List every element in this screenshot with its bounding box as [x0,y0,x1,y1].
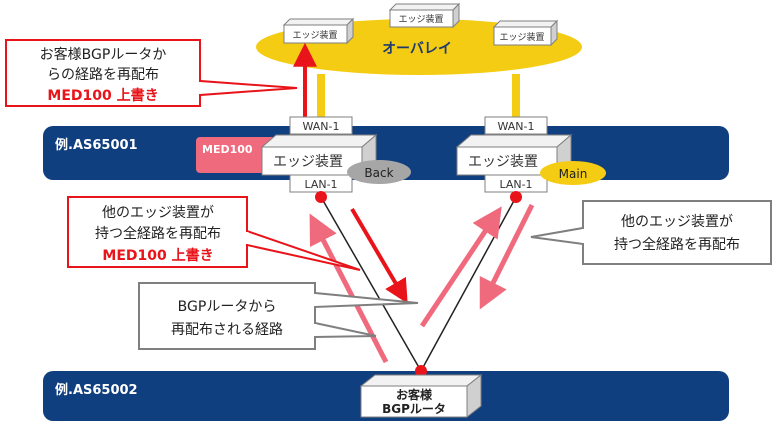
callout-mid-left-line1: 他のエッジ装置が [102,205,214,221]
right-edge-device: WAN-1 エッジ装置 LAN-1 Main [455,116,606,193]
left-wan-label: WAN-1 [303,120,340,133]
right-lan-endpoint [510,191,522,203]
callout-top-left-line2: らの経路を再配布 [47,67,159,83]
customer-router-line1: お客様 [396,387,433,402]
callout-bottom-line2: 再配布される経路 [171,322,283,338]
left-wan-port [289,116,353,135]
customer-endpoint [415,365,427,377]
callout-bottom-line1: BGPルータから [178,299,277,315]
overlay-device-3: エッジ装置 [492,19,559,47]
main-badge [540,161,606,185]
as65001-label: 例.AS65001 [55,137,138,153]
redistribute-down-right-arrow [479,203,535,310]
overlay-device-2-label: エッジ装置 [398,13,443,25]
overlay-device-1-label: エッジ装置 [292,29,337,41]
overlay-device-2: エッジ装置 [388,2,461,29]
back-badge-label: Back [364,166,393,180]
customer-bgp-router: お客様 BGPルータ [359,373,483,419]
redistribute-down-left-arrow [350,207,408,304]
callout-right-line2: 持つ全経路を再配布 [614,236,740,253]
main-badge-label: Main [559,167,588,181]
back-badge [347,160,411,184]
overlay-device-3-label: エッジ装置 [499,31,544,43]
callout-mid-left-line3: MED100 上書き [102,247,213,264]
callout-top-left: お客様BGPルータか らの経路を再配布 MED100 上書き [5,39,298,107]
left-device-label: エッジ装置 [273,154,343,170]
callout-bottom: BGPルータから 再配布される経路 [138,282,419,350]
callout-top-left-line3: MED100 上書き [47,87,158,104]
overlay-device-1: エッジ装置 [282,17,355,45]
callout-right: 他のエッジ装置が 持つ全経路を再配布 [530,200,772,265]
med100-tag-label: MED100 [202,143,253,156]
route-up-left-arrow [309,213,389,364]
customer-router-line2: BGPルータ [382,402,446,416]
left-link [320,196,422,372]
right-link [420,196,517,372]
callout-mid-left: 他のエッジ装置が 持つ全経路を再配布 MED100 上書き [67,196,361,271]
left-lan-label: LAN-1 [304,178,337,191]
right-uplink [512,74,520,120]
right-device-label: エッジ装置 [468,154,538,170]
callout-top-left-line1: お客様BGPルータか [40,46,167,63]
med100-tag: MED100 [196,137,276,173]
right-wan-label: WAN-1 [498,120,535,133]
overlay-label: オーバレイ [382,41,452,57]
left-edge-device: WAN-1 エッジ装置 LAN-1 Back [260,116,411,193]
right-wan-port [484,116,548,135]
as65002-label: 例.AS65002 [55,382,138,398]
callout-mid-left-line2: 持つ全経路を再配布 [95,225,221,242]
left-lan-endpoint [315,191,327,203]
right-lan-label: LAN-1 [499,178,532,191]
route-up-right-arrow [419,206,502,328]
left-uplink [317,74,325,120]
callout-right-line1: 他のエッジ装置が [621,214,733,230]
